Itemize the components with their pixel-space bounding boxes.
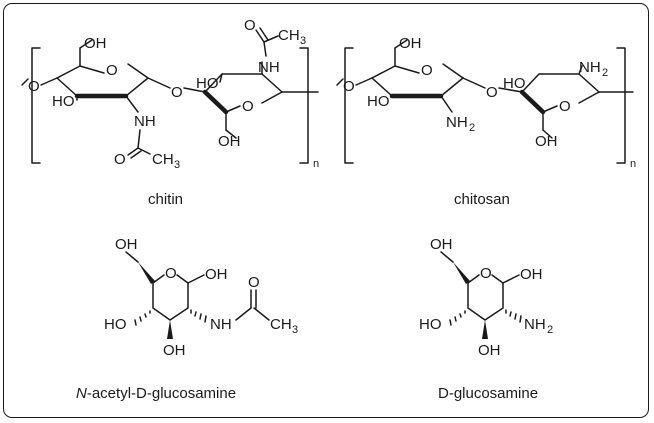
svg-text:3: 3 [174,159,180,171]
glucosamine-oh-anomeric: OH [520,266,543,283]
chitosan-subscript-n: n [630,158,636,170]
glucosamine-sub2: 2 [547,324,553,336]
chitin-ring-o2: O [242,98,254,115]
glucosamine-structure: OH O OH HO OH NH 2 D-glucosamine [419,236,553,402]
chitin-o-acyl2: O [244,17,256,34]
chitin-caption: chitin [148,191,183,208]
chitin-right-bracket [299,47,309,164]
nag-sub3: 3 [292,324,298,336]
chitin-link-o: O [171,84,183,101]
glucosamine-oh-bottom: OH [478,342,501,359]
svg-text:2: 2 [469,122,475,134]
chitin-ho-left: HO [52,93,75,110]
glucosamine-ring-o: O [480,265,492,282]
chitin-nh2: NH [258,59,280,76]
chitosan-sub2: 2 [602,67,608,79]
nag-oh-anomeric: OH [205,266,228,283]
chitosan-ring-o1: O [421,62,433,79]
nag-caption-prefix: N [76,385,87,402]
nag-caption-rest: -acetyl-D-glucosamine [87,385,236,402]
chitin-structure: n O O OH HO NH O CH 3 O O [21,17,319,208]
nag-oh-bottom: OH [163,342,186,359]
chitosan-oh-top: OH [399,35,422,52]
nag-nh: NH [210,316,232,333]
chitosan-nh2-1: NH [446,114,468,131]
nag-ch3: CH [270,316,292,333]
chitosan-caption: chitosan [454,191,510,208]
chitin-oh-top: OH [84,35,107,52]
chitosan-link-o: O [486,84,498,101]
nag-ring-o: O [165,265,177,282]
nag-caption: N-acetyl-D-glucosamine [76,385,236,402]
chitin-o-acyl1: O [114,151,126,168]
chitin-left-bracket [31,47,41,164]
glucosamine-oh-top: OH [430,236,453,253]
nag-structure: OH O OH HO OH NH O CH [76,236,298,402]
chitin-ch3-2: CH [278,27,300,44]
nag-o-carbonyl: O [248,274,260,291]
chitosan-structure: n O O OH HO NH 2 O O HO NH 2 OH chitosan [336,35,636,208]
chitin-subscript-n: n [313,158,319,170]
chitosan-end-o: O [343,78,355,95]
glucosamine-ho-left: HO [419,316,442,333]
chitosan-nh2-2: NH [579,59,601,76]
nag-ho-left: HO [104,316,127,333]
glucosamine-caption: D-glucosamine [438,385,538,402]
chitosan-left-bracket [344,47,354,164]
chitin-sub3: 3 [300,35,306,47]
chitin-oh-bot: OH [218,133,241,150]
chitosan-right-bracket [616,47,626,164]
chitin-ch3-1: CH [152,151,174,168]
chitosan-ho-mid: HO [503,75,526,92]
figure-frame [3,3,649,418]
chitosan-ho-left: HO [367,93,390,110]
chitin-ring-o1: O [106,62,118,79]
chitin-ho-mid: HO [196,75,219,92]
nag-oh-top: OH [115,236,138,253]
chitin-end-o: O [28,78,40,95]
glucosamine-nh2: NH [524,316,546,333]
chitin-nh1: NH [134,113,156,130]
chitosan-oh-bot: OH [535,133,558,150]
chitosan-ring-o2: O [559,98,571,115]
